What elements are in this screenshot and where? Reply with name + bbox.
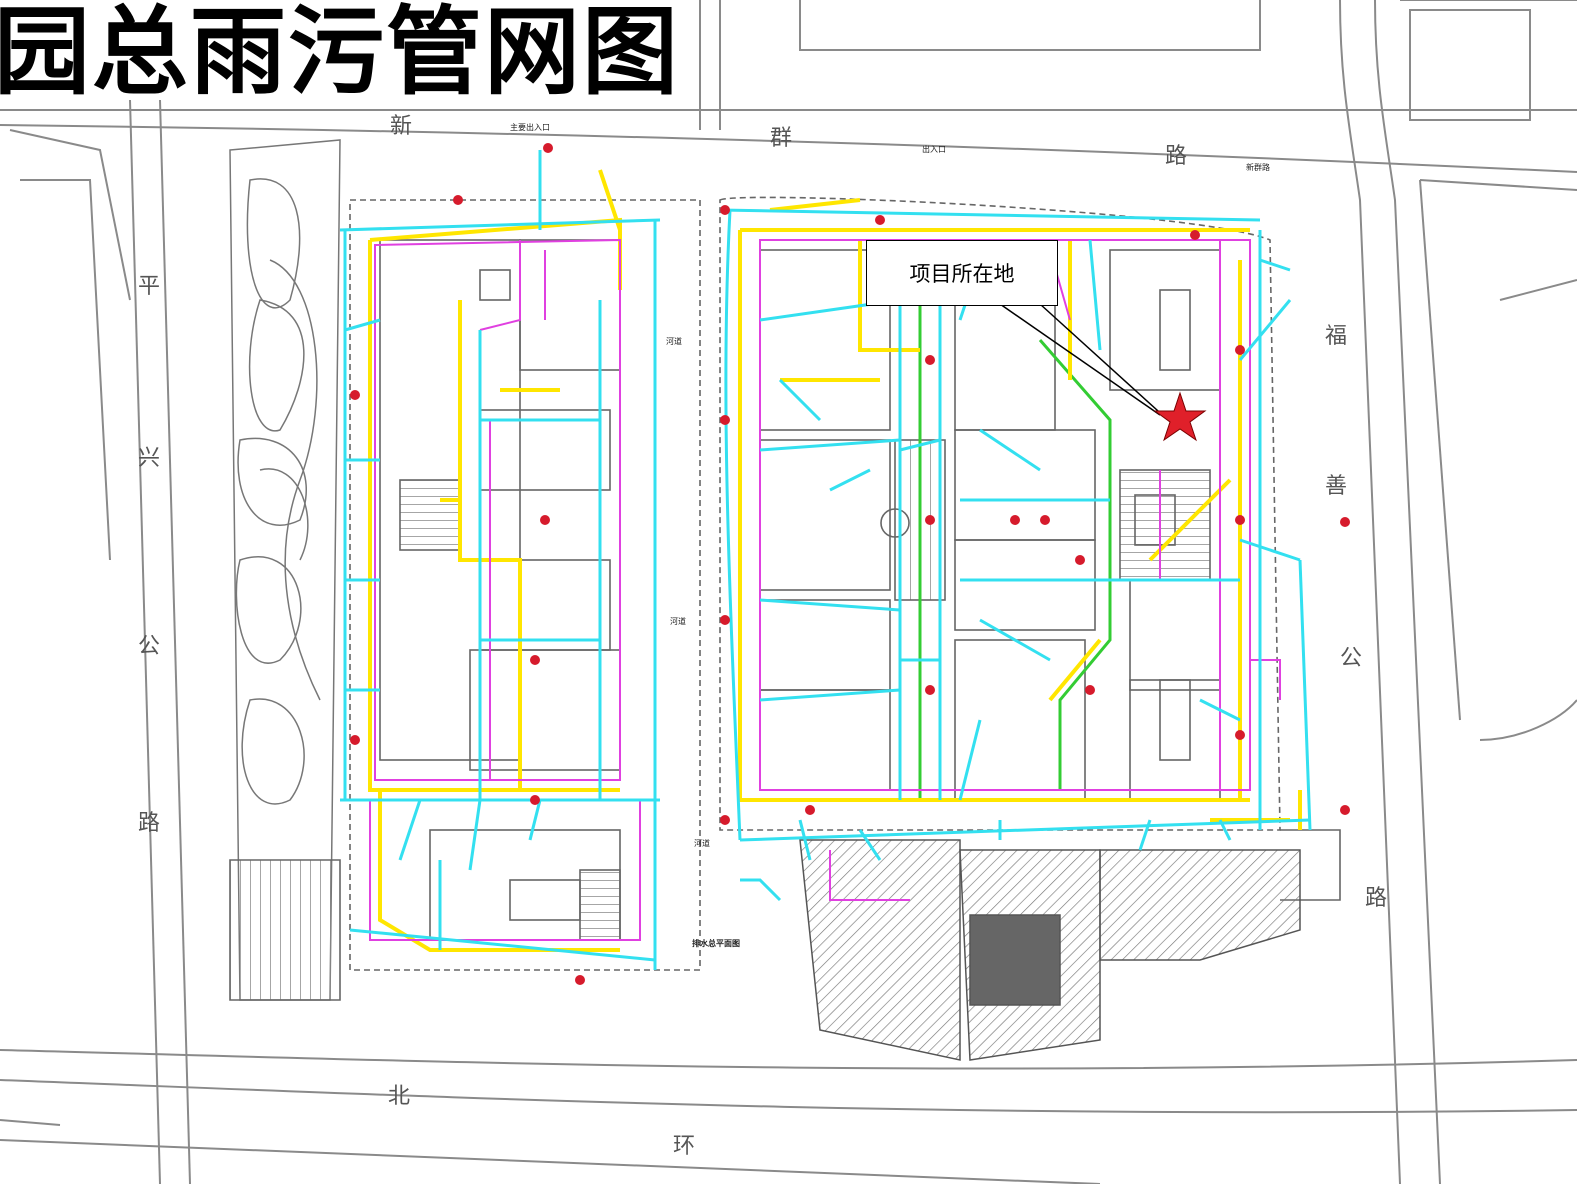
- road-label-west-3: 公: [138, 634, 161, 659]
- red-star-icon: [1153, 391, 1207, 442]
- project-location-callout: 项目所在地: [866, 240, 1058, 306]
- main-entrance-label: 主要出入口: [510, 123, 550, 132]
- road-label-north-3: 路: [1165, 144, 1188, 169]
- road-name-label: 新群路: [1246, 163, 1270, 172]
- road-label-west-1: 平: [138, 274, 161, 299]
- rain-pipes: [339, 150, 1312, 970]
- road-label-east-3: 公: [1340, 646, 1363, 671]
- callout-leader: [999, 303, 1169, 421]
- river-label-1: 河道: [666, 337, 682, 346]
- road-label-south-1: 北: [388, 1084, 411, 1109]
- road-label-east-4: 路: [1365, 886, 1388, 911]
- river-label-3: 河道: [694, 839, 710, 848]
- road-label-north-1: 新: [390, 114, 413, 139]
- drainage-plan-label: 排水总平面图: [692, 939, 740, 948]
- road-label-south-2: 环: [673, 1134, 696, 1159]
- entrance-label: 出入口: [922, 145, 946, 154]
- site-boundary-lines: [369, 238, 1281, 941]
- hatched-area: [799, 839, 1301, 1061]
- road-label-east-1: 福: [1325, 324, 1348, 349]
- river-label-2: 河道: [670, 617, 686, 626]
- road-label-west-4: 路: [138, 811, 161, 836]
- road-label-west-2: 兴: [138, 446, 161, 471]
- page-title: 园总雨污管网图: [0, 0, 680, 108]
- road-label-north-2: 群: [770, 126, 793, 151]
- manhole-markers: [350, 143, 1350, 985]
- road-label-east-2: 善: [1325, 474, 1348, 499]
- callout-label: 项目所在地: [909, 262, 1015, 286]
- right-campus-block: [719, 196, 1341, 901]
